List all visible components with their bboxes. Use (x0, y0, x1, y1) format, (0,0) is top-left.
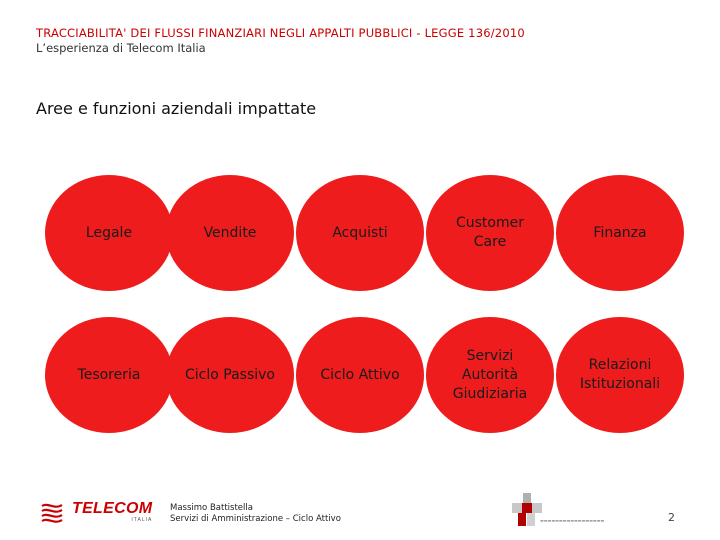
footer-author: Massimo Battistella Servizi di Amministr… (170, 503, 341, 525)
area-circle-relazioni-istituzionali: Relazioni Istituzionali (556, 317, 684, 433)
slide-subtitle: L’esperienza di Telecom Italia (36, 41, 206, 55)
area-circle-legale: Legale (45, 175, 173, 291)
area-circle-finanza: Finanza (556, 175, 684, 291)
organization-logo-caption: ▬▬▬▬▬▬▬▬▬▬▬▬▬▬▬▬▬ (540, 518, 605, 523)
organization-logo-icon (512, 493, 542, 526)
area-label: Servizi Autorità Giudiziaria (452, 347, 528, 402)
telecom-logo-text: TELECOM (72, 500, 153, 517)
page-number: 2 (668, 511, 675, 524)
area-label: Finanza (593, 224, 647, 241)
area-label: Ciclo Passivo (185, 366, 275, 383)
area-label: Legale (85, 224, 133, 241)
area-circle-ciclo-attivo: Ciclo Attivo (296, 317, 424, 433)
area-circle-servizi-autorita: Servizi Autorità Giudiziaria (426, 317, 554, 433)
area-label: Acquisti (332, 224, 388, 241)
area-circle-acquisti: Acquisti (296, 175, 424, 291)
area-label: Vendite (203, 224, 257, 241)
area-circle-vendite: Vendite (166, 175, 294, 291)
area-label: Relazioni Istituzionali (579, 357, 661, 392)
telecom-wave-icon (41, 503, 63, 523)
area-circle-customer-care: Customer Care (426, 175, 554, 291)
area-label: Tesoreria (77, 366, 141, 383)
slide-header: TRACCIABILITA' DEI FLUSSI FINANZIARI NEG… (36, 26, 525, 55)
area-circle-ciclo-passivo: Ciclo Passivo (166, 317, 294, 433)
area-label: Ciclo Attivo (320, 366, 400, 383)
area-label: Customer Care (455, 215, 524, 250)
area-circle-tesoreria: Tesoreria (45, 317, 173, 433)
author-name: Massimo Battistella (170, 503, 253, 513)
author-role: Servizi di Amministrazione – Ciclo Attiv… (170, 514, 341, 524)
section-title: Aree e funzioni aziendali impattate (36, 99, 317, 118)
slide-title: TRACCIABILITA' DEI FLUSSI FINANZIARI NEG… (36, 26, 525, 40)
telecom-logo: TELECOM ITALIA (40, 500, 152, 524)
telecom-logo-subtext: ITALIA (131, 517, 153, 523)
